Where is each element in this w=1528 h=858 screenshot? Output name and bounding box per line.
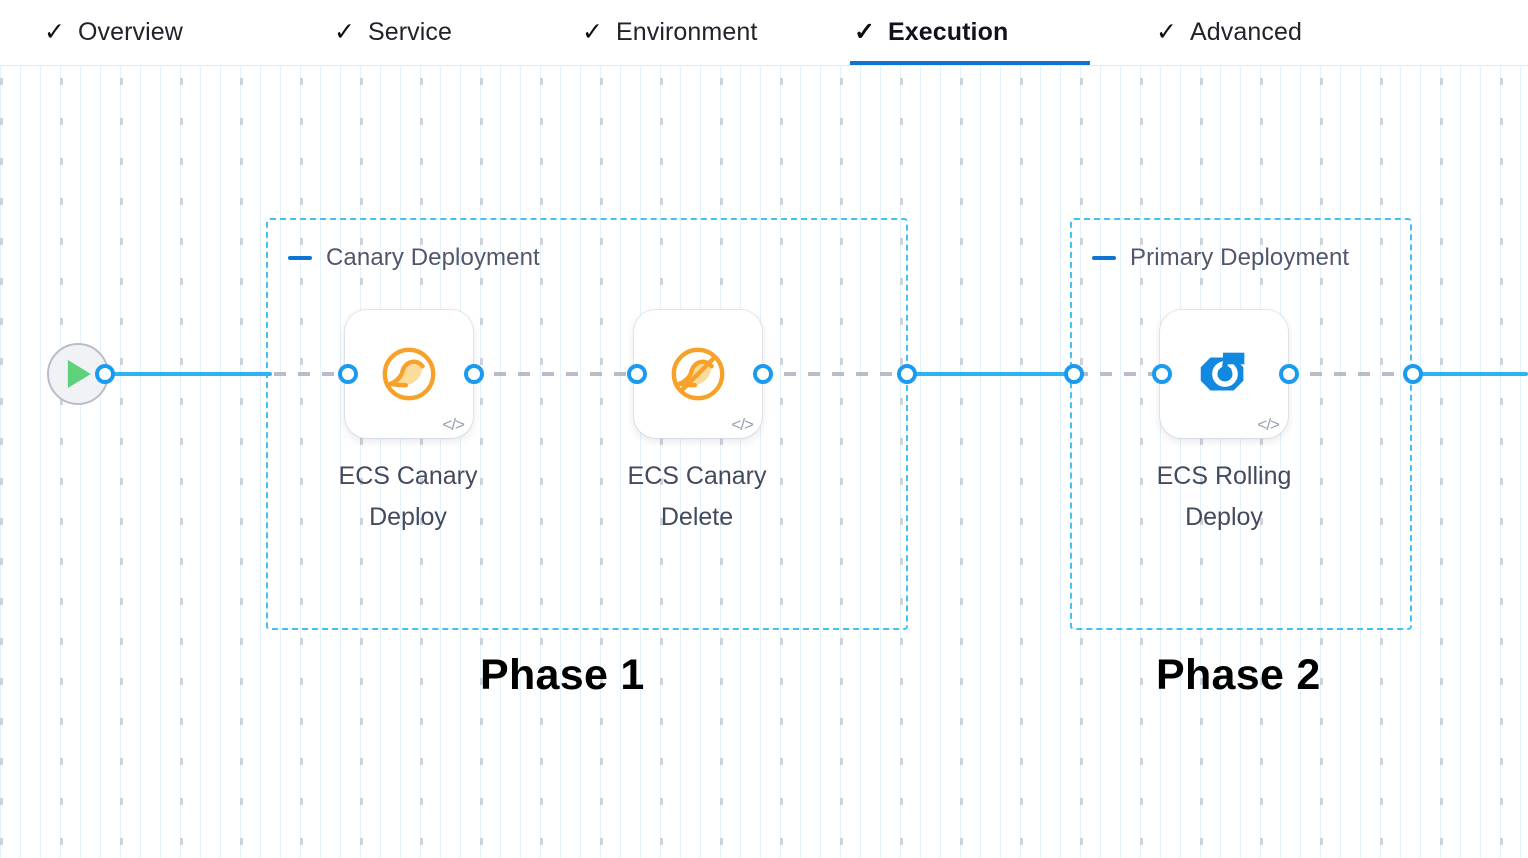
port-node3-out[interactable] [1279, 364, 1299, 384]
pipeline-canvas[interactable]: Canary Deployment Primary Deployment </> [0, 66, 1528, 858]
annotation-phase-2: Phase 2 [1156, 651, 1321, 699]
check-icon: ✓ [582, 18, 603, 46]
group-canary-deployment[interactable]: Canary Deployment [266, 218, 908, 630]
code-badge-icon[interactable]: </> [731, 415, 754, 434]
tab-service[interactable]: ✓ Service [330, 0, 500, 65]
node-label-line1: ECS Canary [627, 462, 767, 490]
group-title: Canary Deployment [326, 244, 540, 271]
tab-active-underline [850, 61, 1090, 65]
canary-bird-icon [378, 343, 440, 405]
check-icon: ✓ [334, 18, 355, 46]
port-group2-out[interactable] [1403, 364, 1423, 384]
wizard-tab-bar: ✓ Overview ✓ Service ✓ Environment ✓ Exe… [0, 0, 1528, 66]
tab-environment[interactable]: ✓ Environment [578, 0, 818, 65]
minus-icon[interactable] [1092, 256, 1116, 260]
edge-dashed-4 [1076, 372, 1168, 376]
edge-dashed-5 [1286, 372, 1414, 376]
minus-icon[interactable] [288, 256, 312, 260]
check-icon: ✓ [1156, 18, 1177, 46]
node-ecs-rolling-deploy[interactable]: </> [1160, 310, 1288, 438]
port-node2-out[interactable] [753, 364, 773, 384]
tab-advanced[interactable]: ✓ Advanced [1152, 0, 1357, 65]
port-node2-in[interactable] [627, 364, 647, 384]
tab-label: Overview [77, 18, 183, 46]
edge-group1-to-group2 [906, 372, 1078, 376]
tab-label: Environment [615, 18, 758, 46]
node-label-ecs-rolling-deploy: ECS Rolling Deploy [1104, 456, 1344, 538]
node-label-line1: ECS Canary [338, 462, 478, 490]
check-icon: ✓ [44, 18, 65, 46]
tab-label: Execution [887, 18, 1009, 46]
tab-execution[interactable]: ✓ Execution [850, 0, 1090, 65]
edge-group2-to-end [1412, 372, 1528, 376]
check-icon: ✓ [854, 18, 875, 46]
port-group2-in[interactable] [1064, 364, 1084, 384]
port-node1-in[interactable] [338, 364, 358, 384]
node-label-line2: Deploy [369, 503, 447, 531]
code-badge-icon[interactable]: </> [442, 415, 465, 434]
play-icon [67, 360, 91, 388]
port-node3-in[interactable] [1152, 364, 1172, 384]
node-label-line1: ECS Rolling [1156, 462, 1292, 490]
canary-bird-delete-icon [667, 343, 729, 405]
group-header: Primary Deployment [1092, 244, 1349, 272]
edge-dashed-3 [760, 372, 910, 376]
tab-overview[interactable]: ✓ Overview [40, 0, 240, 65]
node-label-line2: Delete [660, 503, 734, 531]
annotation-phase-1: Phase 1 [480, 651, 645, 699]
edge-dashed-1 [274, 372, 352, 376]
node-ecs-canary-deploy[interactable]: </> [345, 310, 473, 438]
node-ecs-canary-delete[interactable]: </> [634, 310, 762, 438]
port-start-out[interactable] [95, 364, 115, 384]
ecs-rolling-icon [1193, 343, 1255, 405]
edge-start-to-group1 [104, 372, 272, 376]
group-primary-deployment[interactable]: Primary Deployment [1070, 218, 1412, 630]
group-title: Primary Deployment [1130, 244, 1350, 271]
node-label-ecs-canary-deploy: ECS Canary Deploy [288, 456, 528, 538]
tab-label: Service [367, 18, 453, 46]
node-label-line2: Deploy [1185, 503, 1263, 531]
edge-dashed-2 [470, 372, 642, 376]
code-badge-icon[interactable]: </> [1257, 415, 1280, 434]
tab-label: Advanced [1189, 18, 1302, 46]
port-group1-out[interactable] [897, 364, 917, 384]
node-label-ecs-canary-delete: ECS Canary Delete [577, 456, 817, 538]
group-header: Canary Deployment [288, 244, 540, 272]
port-node1-out[interactable] [464, 364, 484, 384]
